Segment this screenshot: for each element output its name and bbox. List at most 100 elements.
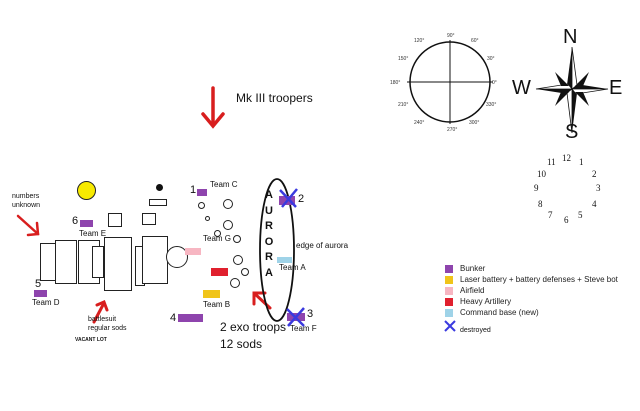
legend-swatch [445,265,453,273]
legend-label: Command base (new) [460,308,539,317]
deg-90: 90° [447,33,455,39]
deg-60: 60° [471,38,479,44]
clock-8: 8 [538,199,543,209]
number-3: 3 [307,308,314,320]
number-1: 1 [190,184,197,196]
degree-circle [407,40,493,124]
clock-9: 9 [534,183,539,193]
number-5: 5 [35,278,42,290]
battlesuit-label-2: regular sods [88,325,127,332]
clock-3: 3 [596,183,601,193]
legend-swatch [445,276,453,284]
arrow-numbers-unknown [16,214,40,237]
bunker-team-d [34,290,47,297]
building-left-1 [55,240,77,284]
building-center-left [104,237,132,291]
legend-label: Airfield [460,286,485,295]
ring-marker [223,220,233,230]
round-building [166,246,188,268]
deg-150: 150° [398,56,409,62]
legend-destroyed-cross-icon [444,320,456,332]
compass-south: S [565,121,579,143]
legend-label: Bunker [460,264,486,273]
clock-12: 12 [562,153,571,163]
mk3-troopers-label: Mk III troopers [236,91,313,105]
ring-marker [223,199,233,209]
building-small-1 [108,213,122,227]
battlesuit-label-1: battlesuit [88,316,117,323]
deg-0: 0° [492,80,497,86]
deg-270: 270° [447,127,458,133]
arrow-exo-troops [252,291,272,310]
number-2: 2 [298,193,305,205]
compass-east: E [609,77,623,99]
clock-1: 1 [579,157,584,167]
destroyed-cross-3 [286,307,305,327]
laser-battery-marker [203,290,220,298]
deg-120: 120° [414,38,425,44]
exo-troops-label: 2 exo troops [220,320,287,334]
deg-240: 240° [414,120,425,126]
clock-5: 5 [578,210,583,220]
team-g-label: Team G [203,234,232,243]
aurora-letter: O [264,235,274,248]
number-4: 4 [170,312,177,324]
building-connector [92,246,104,278]
bunker-team-c [197,189,207,196]
numbers-unknown-label-1: numbers [12,193,40,200]
destroyed-cross-2 [279,188,298,208]
deg-180: 180° [390,80,401,86]
team-c-label: Team C [210,180,238,189]
aurora-letter: R [265,251,273,263]
ring-marker [198,202,205,209]
team-e-label: Team E [79,229,107,238]
legend-swatch [445,287,453,295]
compass-west: W [512,77,531,99]
aurora-label: A U R O R A [262,188,276,281]
ring-marker [205,216,210,221]
number-6: 6 [72,215,79,227]
team-a-label: Team A [279,263,306,272]
clock-2: 2 [592,169,597,179]
bunker-team-4 [178,314,203,322]
legend-swatch [445,309,453,317]
black-dot [156,184,163,191]
ring-marker [233,235,241,243]
clock-6: 6 [564,215,569,225]
numbers-unknown-label-2: unknown [12,202,41,209]
yellow-dome [77,181,96,200]
deg-330: 330° [486,102,497,108]
ring-marker [214,230,221,237]
building-small-2 [142,213,156,225]
ring-marker [241,268,249,276]
compass-north: N [563,26,578,48]
clock-10: 10 [537,169,546,179]
building-center [142,236,168,284]
arrow-battlesuit [92,300,109,324]
clock-11: 11 [547,157,556,167]
edge-of-aurora-label: edge of aurora [296,241,349,250]
deg-30: 30° [487,56,495,62]
aurora-letter: A [265,266,273,279]
legend-destroyed-label: destroyed [460,327,491,334]
team-f-label: Team F [290,324,317,333]
command-base-marker [277,257,292,263]
ring-marker [233,255,243,265]
deg-210: 210° [398,102,409,108]
legend-label: Laser battery + battery defenses + Steve… [460,275,618,284]
legend-label: Heavy Artillery [460,297,512,306]
team-d-label: Team D [32,298,60,307]
compass-rose-icon [535,46,609,134]
aurora-letter: A [265,189,273,201]
vacant-lot-label: VACANT LOT [75,337,107,343]
heavy-artillery-marker [211,268,228,276]
legend-swatch [445,298,453,306]
building-label-box [149,199,167,206]
sods-count-label: 12 sods [220,337,263,351]
clock-7: 7 [548,210,553,220]
team-b-label: Team B [203,300,231,309]
clock-4: 4 [592,199,597,209]
ring-marker [230,278,240,288]
airfield-marker [185,248,201,255]
